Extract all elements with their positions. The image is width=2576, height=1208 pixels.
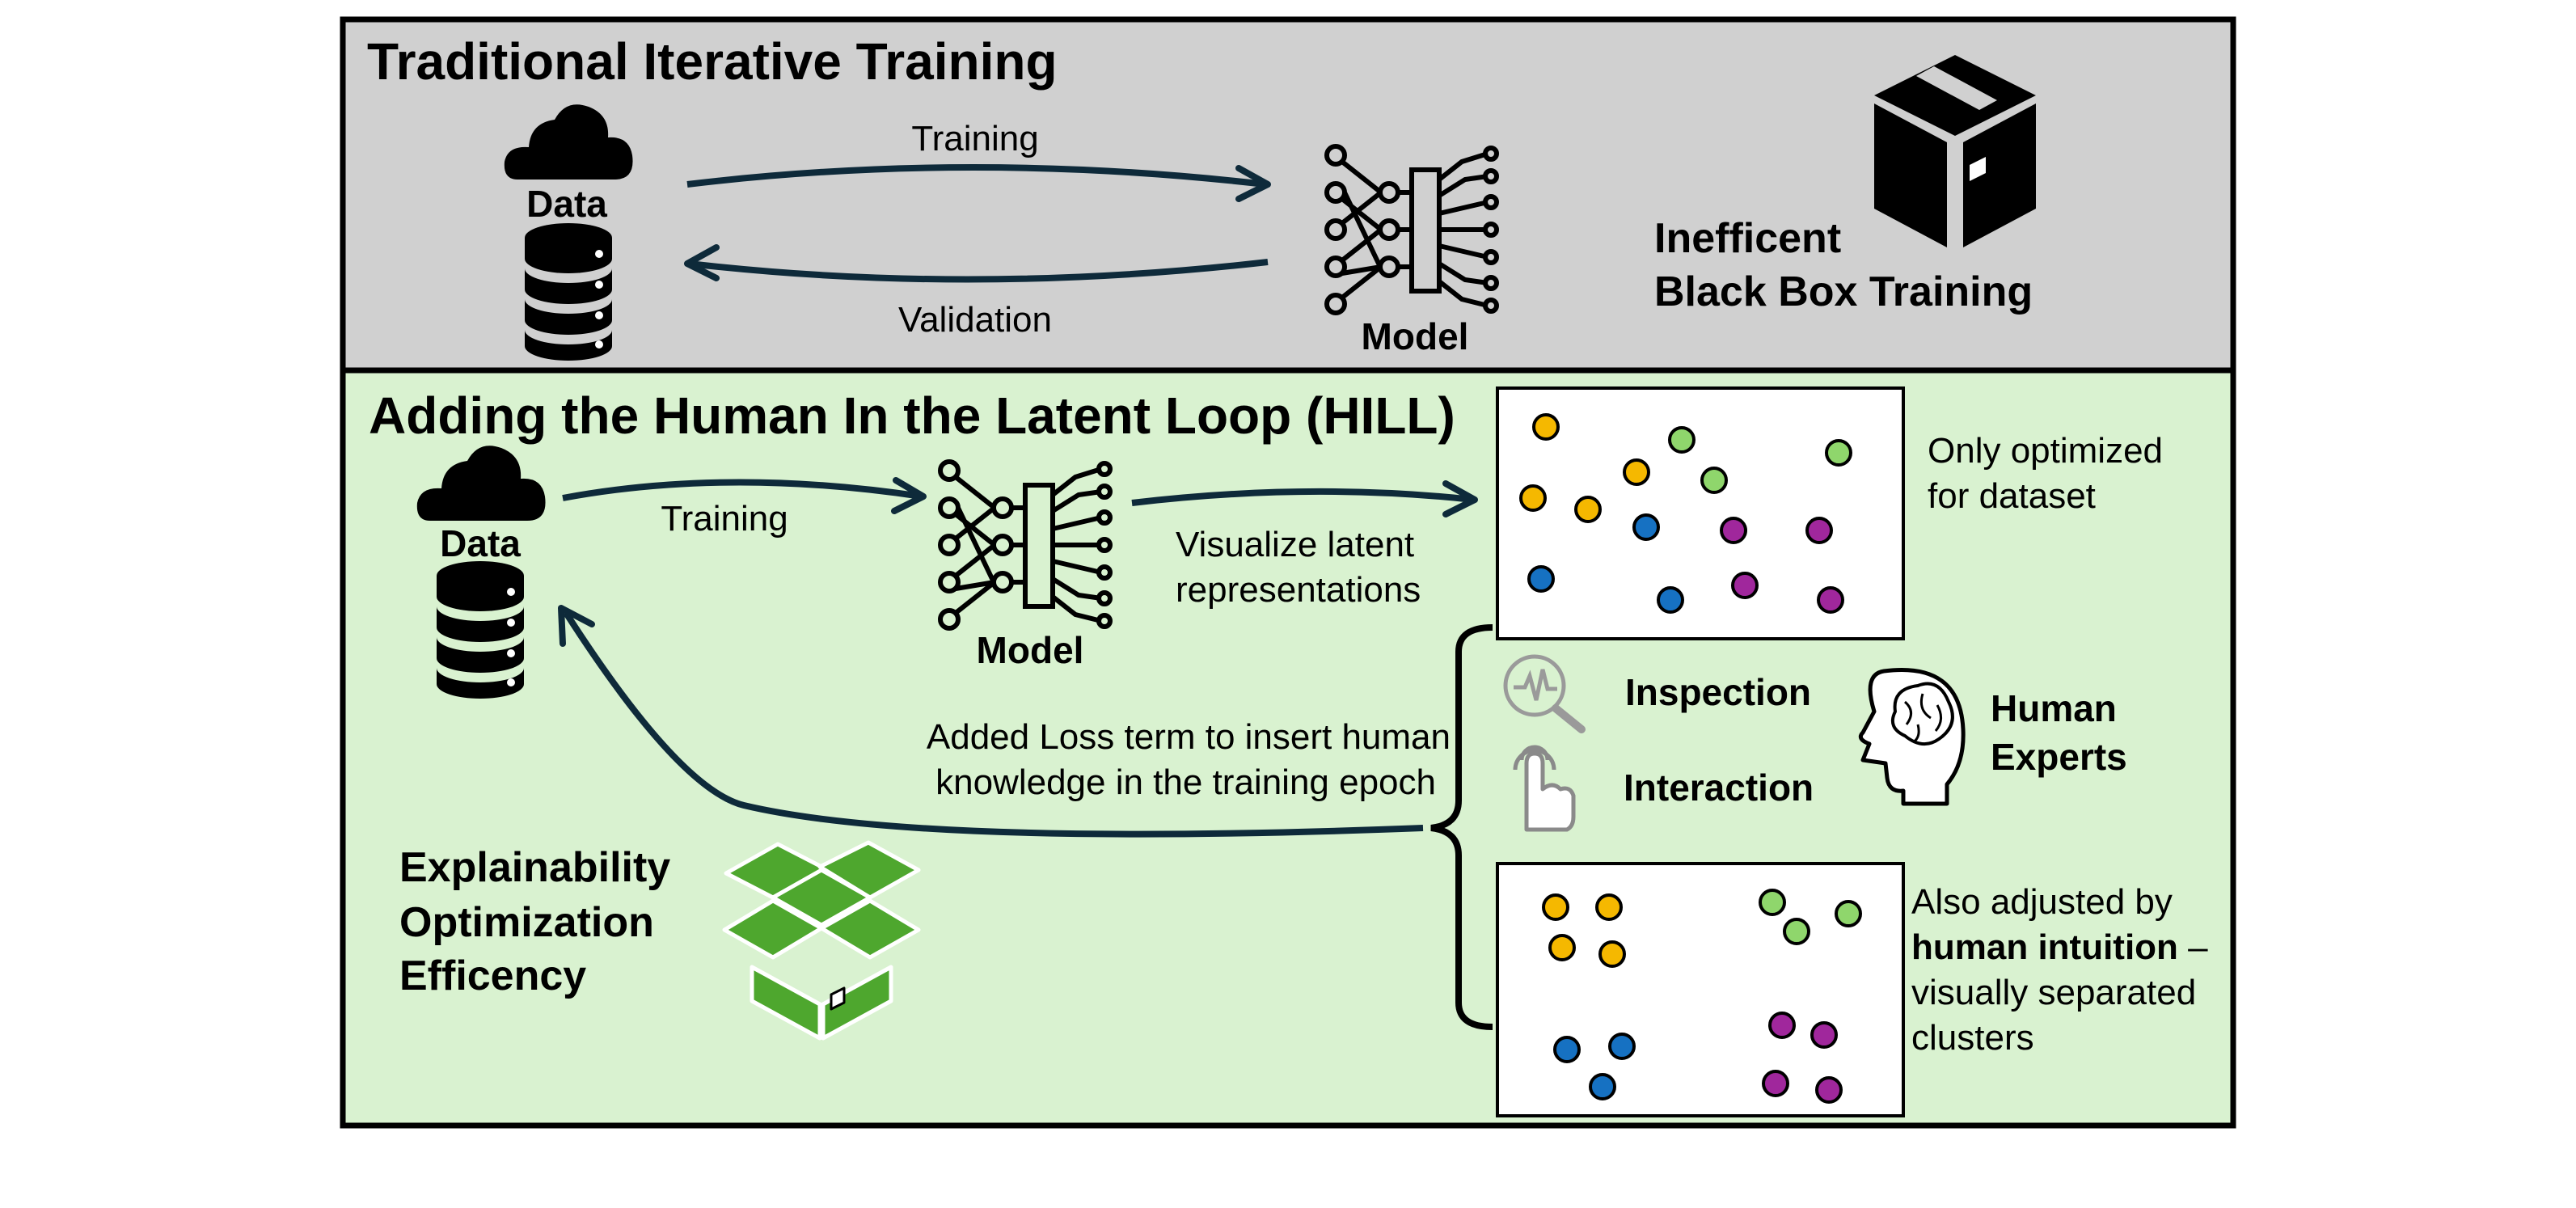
experts-line1: Human (1991, 687, 2117, 729)
yellow-point (1519, 484, 1547, 512)
bottom-data-label: Data (440, 522, 521, 564)
purple-point (1731, 572, 1759, 599)
loss-arrow (563, 610, 1424, 838)
blue-point (1553, 1036, 1581, 1063)
top-data-label: Data (526, 183, 607, 225)
blue-point (1632, 513, 1660, 541)
top-model-label: Model (1362, 315, 1469, 357)
purple-point (1810, 1021, 1838, 1049)
purple-point (1815, 1076, 1843, 1104)
benefit-efficency: Efficency (399, 952, 586, 999)
adjusted-line3: visually separated (1911, 973, 2196, 1012)
yellow-point (1623, 458, 1650, 486)
magnifier-icon (1503, 654, 1586, 733)
green-point (1783, 918, 1810, 945)
visualize-line1: Visualize latent (1176, 525, 1414, 564)
adjusted-line2: human intuition – (1911, 927, 2208, 967)
adjusted-bold: human intuition (1911, 927, 2178, 967)
hill-title: Adding the Human In the Latent Loop (HIL… (369, 386, 1455, 445)
yellow-point (1598, 940, 1626, 968)
yellow-point (1595, 893, 1623, 921)
benefit-explainability: Explainability (399, 844, 670, 891)
bottom-training-label: Training (661, 499, 788, 539)
yellow-point (1542, 893, 1569, 921)
experts-line2: Experts (1991, 736, 2127, 778)
green-point (1668, 426, 1696, 454)
purple-point (1805, 517, 1833, 544)
only-optimized-line2: for dataset (1928, 476, 2096, 516)
purple-point (1817, 586, 1844, 614)
brace (1430, 624, 1493, 1030)
validation-label: Validation (898, 300, 1052, 340)
adjusted-dash: – (2178, 927, 2208, 967)
blue-point (1527, 565, 1555, 593)
yellow-point (1574, 496, 1602, 523)
validation-arrow (688, 259, 1269, 283)
blackbox-line2: Black Box Training (1654, 268, 2033, 315)
benefit-optimization: Optimization (399, 899, 654, 946)
only-optimized-line1: Only optimized (1928, 431, 2163, 471)
blackbox-line1: Inefficent (1654, 215, 1841, 262)
visualize-line2: representations (1176, 570, 1421, 610)
yellow-point (1548, 934, 1576, 961)
purple-point (1720, 517, 1747, 544)
purple-point (1762, 1070, 1789, 1097)
inspection-label: Inspection (1625, 671, 1811, 713)
adjusted-line4: clusters (1911, 1018, 2034, 1058)
interaction-label: Interaction (1624, 767, 1814, 809)
green-point (1700, 467, 1728, 494)
bottom-training-arrow (562, 479, 923, 501)
green-point (1835, 900, 1862, 927)
human-head-icon (1858, 668, 1966, 806)
green-point (1825, 439, 1852, 467)
blue-point (1589, 1073, 1616, 1100)
blue-point (1657, 586, 1684, 614)
loss-line2: knowledge in the training epoch (935, 762, 1436, 802)
black-box-icon (1874, 55, 2036, 247)
adjusted-line1: Also adjusted by (1911, 882, 2173, 922)
green-point (1759, 889, 1786, 916)
top-training-label: Training (911, 119, 1038, 158)
purple-point (1768, 1012, 1796, 1039)
loss-line1: Added Loss term to insert human (927, 717, 1451, 757)
yellow-point (1532, 413, 1560, 441)
traditional-title: Traditional Iterative Training (367, 32, 1058, 91)
pointing-hand-icon (1513, 745, 1576, 832)
visualize-arrow (1131, 488, 1474, 506)
training-arrow (686, 164, 1266, 188)
bottom-model-label: Model (977, 629, 1084, 671)
blue-point (1608, 1033, 1636, 1060)
open-box-icon (722, 840, 921, 1041)
